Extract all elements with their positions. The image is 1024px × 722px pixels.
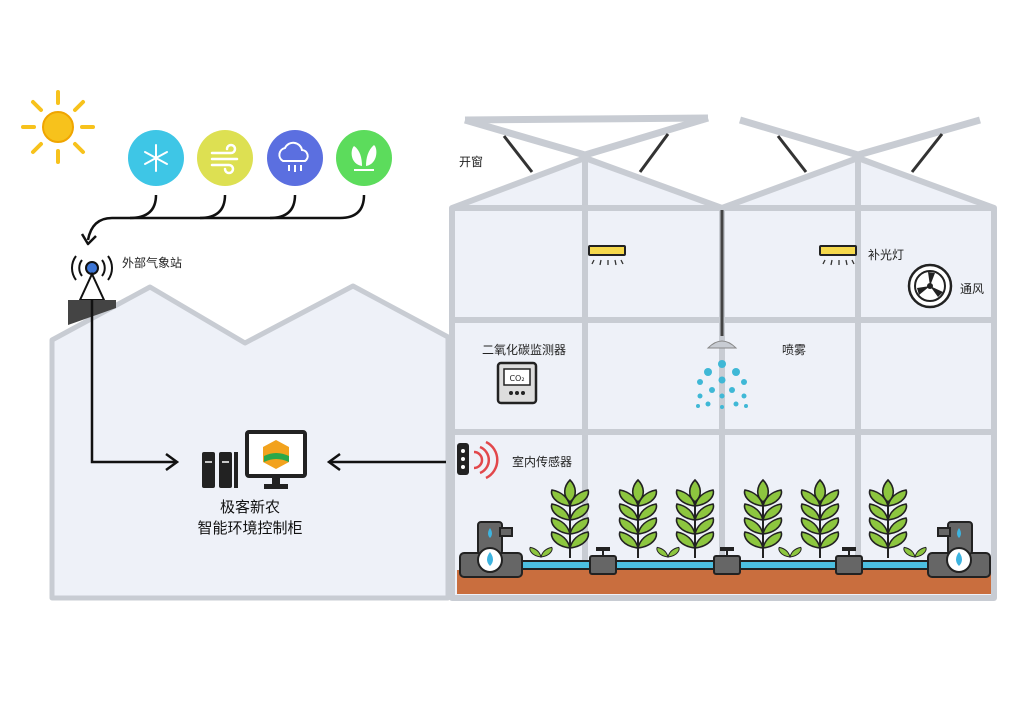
valve-icon [927,521,991,578]
sprout-icon [778,546,802,558]
monitor-icon [245,430,307,489]
label-weather-station: 外部气象站 [122,256,183,270]
snowflake-icon [128,130,184,186]
server-icon [202,452,238,488]
valve-icon [459,521,523,578]
sensor-icon [457,440,499,480]
plant-icon [550,478,590,558]
fan-icon [907,263,953,309]
sprout-icon [903,546,927,558]
co2-meter-icon: CO₂ [496,361,538,405]
label-spray: 喷雾 [782,343,807,357]
co2-meter-text: CO₂ [509,374,524,383]
greenhouse [449,114,997,601]
lamp-icon [588,245,626,266]
plant-icon [675,478,715,558]
plant-icon [743,478,783,558]
cabinet-title-line2: 智能环境控制柜 [197,519,303,537]
plants [529,478,927,558]
plant-icon [800,478,840,558]
label-open-window: 开窗 [459,155,484,169]
sprout-icon [656,546,680,558]
label-co2-monitor: 二氧化碳监测器 [482,343,567,357]
wind-icon [197,130,253,186]
label-ventilation: 通风 [960,282,985,296]
arrow-antenna-to-cabinet [90,300,176,464]
leaf-icon [336,130,392,186]
plant-icon [618,478,658,558]
sun-icon [21,90,95,164]
cabinet-title-line1: 极客新农 [219,498,280,516]
lamp-icon [819,245,857,266]
label-indoor-sensor: 室内传感器 [512,455,573,469]
sprout-icon [529,546,553,558]
rain-icon [267,130,323,186]
sprayer-icon [696,210,748,409]
antenna-icon [71,255,113,301]
label-supplement-light: 补光灯 [868,248,905,262]
plant-icon [868,478,908,558]
weather-wires [80,194,366,246]
